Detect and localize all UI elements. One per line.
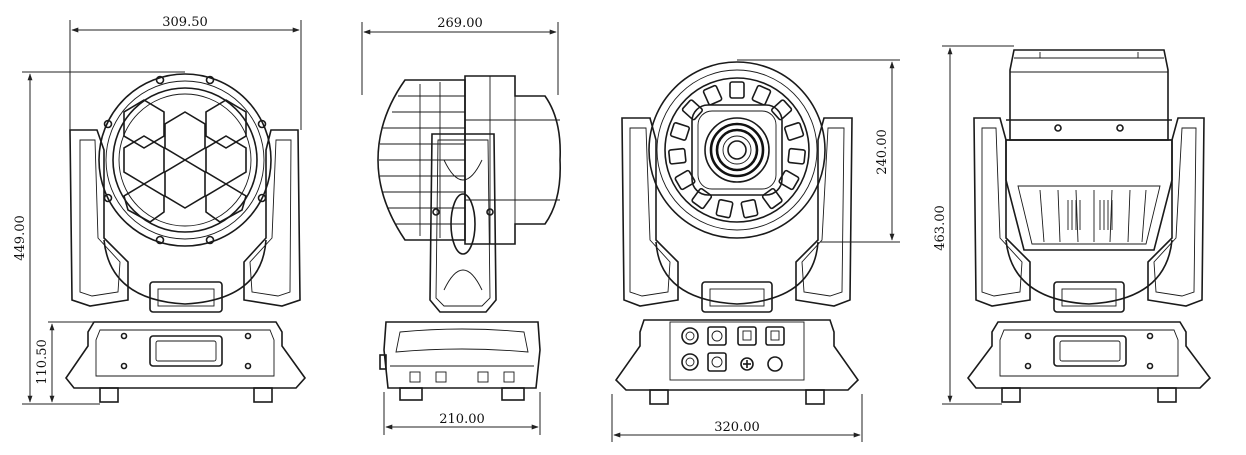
back-connectors [681, 326, 785, 372]
side-rear-housing [377, 79, 466, 241]
dim-front-base-height: 110.50 [35, 339, 50, 385]
dim-back-width: 320.00 [714, 420, 760, 435]
dim-back-head-height: 240.00 [875, 129, 890, 175]
dim-side-base-width: 210.00 [439, 412, 485, 427]
front-base-display [149, 335, 223, 367]
back-base [614, 319, 860, 391]
side-yoke-arm [429, 133, 497, 313]
side-base [383, 321, 541, 389]
dim-rear-height: 463.00 [933, 205, 948, 251]
side-dimensions: 269.00 210.00 [361, 16, 559, 435]
front-dimensions: 309.50 449.00 110.50 [13, 15, 302, 405]
side-front-barrel [464, 75, 562, 245]
rear-view [966, 49, 1212, 403]
dim-side-width: 269.00 [437, 16, 483, 31]
back-dimensions: 320.00 240.00 [611, 59, 900, 442]
front-view [65, 73, 307, 403]
rear-dimensions: 463.00 [933, 45, 1014, 405]
dim-front-width: 309.50 [162, 15, 208, 30]
front-base [65, 321, 307, 389]
front-yoke-left [69, 129, 129, 307]
rear-base [966, 321, 1212, 389]
front-yoke-right [243, 129, 301, 307]
rear-top-housing [1009, 49, 1169, 141]
side-view [377, 75, 562, 401]
back-view [614, 61, 860, 405]
dim-front-height: 449.00 [13, 215, 28, 261]
